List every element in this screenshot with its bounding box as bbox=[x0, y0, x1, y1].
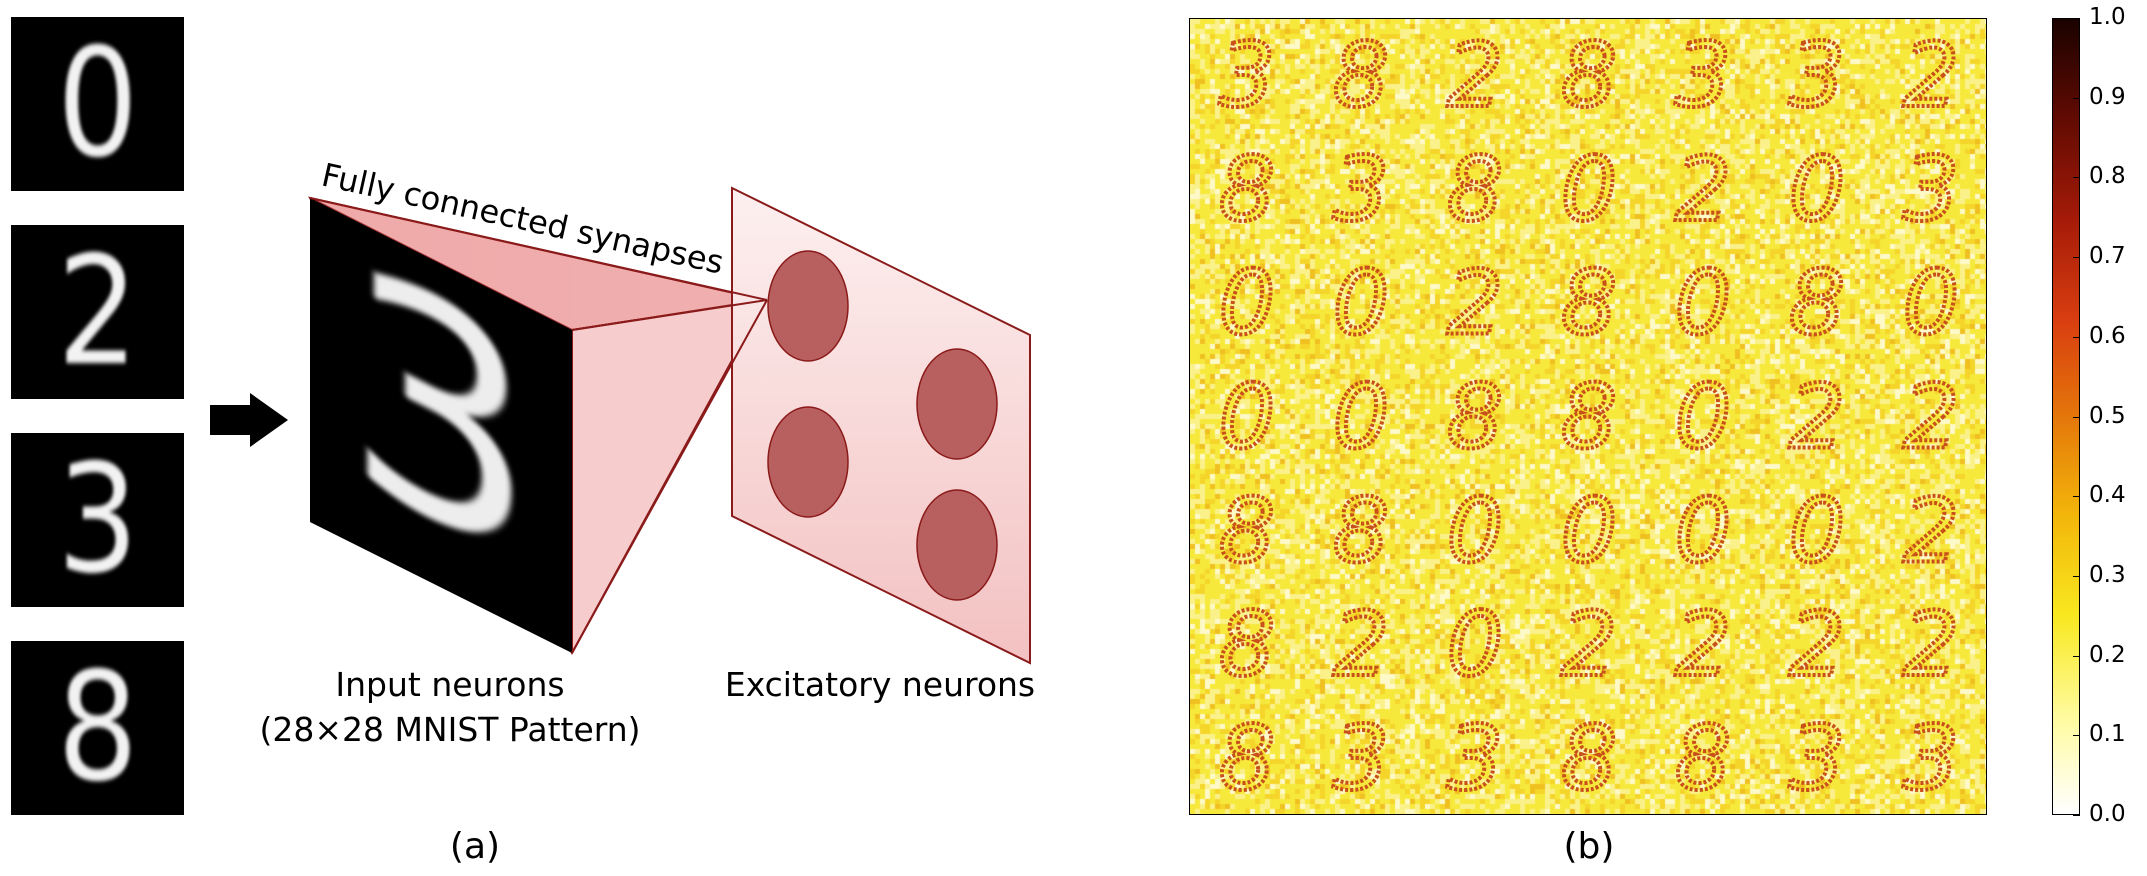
colorbar-tickmark bbox=[2073, 416, 2080, 418]
heatmap-digit-5-1: 2 bbox=[1333, 593, 1389, 696]
heatmap-digit-5-0: 8 bbox=[1219, 593, 1275, 696]
heatmap-digit-4-6: 2 bbox=[1903, 479, 1959, 582]
heatmap-digit-6-6: 3 bbox=[1903, 707, 1959, 810]
heatmap-digit-4-4: 0 bbox=[1675, 479, 1731, 582]
heatmap-digit-0-1: 8 bbox=[1333, 24, 1389, 127]
heatmap-digit-5-3: 2 bbox=[1561, 593, 1617, 696]
colorbar-tick-label: 0.5 bbox=[2089, 402, 2126, 429]
heatmap-digit-0-2: 2 bbox=[1447, 24, 1503, 127]
heatmap-digit-4-0: 8 bbox=[1219, 479, 1275, 582]
heatmap-digit-3-5: 2 bbox=[1789, 366, 1845, 469]
colorbar-tickmark bbox=[2073, 97, 2080, 99]
colorbar-tick-label: 0.9 bbox=[2089, 83, 2126, 110]
colorbar-tickmark bbox=[2073, 496, 2080, 498]
excitatory-neuron-4 bbox=[916, 489, 998, 601]
caption-b: (b) bbox=[1563, 826, 1615, 867]
heatmap-digit-5-6: 2 bbox=[1903, 593, 1959, 696]
right-arrow-icon bbox=[210, 393, 288, 447]
heatmap-digit-0-3: 8 bbox=[1561, 24, 1617, 127]
colorbar-tick-label: 0.7 bbox=[2089, 243, 2126, 270]
heatmap-digit-1-3: 0 bbox=[1561, 138, 1617, 241]
heatmap-digit-1-6: 3 bbox=[1903, 138, 1959, 241]
colorbar-tick-label: 0.8 bbox=[2089, 163, 2126, 190]
heatmap-digit-2-5: 8 bbox=[1789, 252, 1845, 355]
colorbar-tick-label: 0.4 bbox=[2089, 482, 2126, 509]
heatmap-digit-2-1: 0 bbox=[1333, 252, 1389, 355]
input-digit-tile-8: 8 bbox=[11, 641, 184, 815]
heatmap-digit-4-2: 0 bbox=[1447, 479, 1503, 582]
heatmap-digit-3-0: 0 bbox=[1219, 366, 1275, 469]
heatmap-digit-4-1: 8 bbox=[1333, 479, 1389, 582]
colorbar-tick-label: 0.6 bbox=[2089, 322, 2126, 349]
colorbar-tickmark bbox=[2073, 18, 2080, 19]
input-neurons-square: 3 bbox=[310, 193, 572, 653]
excitatory-neuron-1 bbox=[767, 250, 849, 362]
heatmap-digit-2-0: 0 bbox=[1219, 252, 1275, 355]
heatmap-digit-4-5: 0 bbox=[1789, 479, 1845, 582]
colorbar-tickmark bbox=[2073, 815, 2080, 816]
heatmap-digit-1-2: 8 bbox=[1447, 138, 1503, 241]
network-diagram: 3 Fully connected synapses bbox=[210, 156, 1031, 665]
caption-a: (a) bbox=[449, 826, 501, 867]
heatmap-digit-2-2: 2 bbox=[1447, 252, 1503, 355]
heatmap-digit-1-5: 0 bbox=[1789, 138, 1845, 241]
heatmap-digit-3-2: 8 bbox=[1447, 366, 1503, 469]
heatmap-digit-6-1: 3 bbox=[1333, 707, 1389, 810]
heatmap-digit-0-6: 2 bbox=[1903, 24, 1959, 127]
heatmap-digit-6-2: 3 bbox=[1447, 707, 1503, 810]
heatmap-digit-5-4: 2 bbox=[1675, 593, 1731, 696]
colorbar-tick-label: 0.0 bbox=[2089, 801, 2126, 827]
heatmap-digit-4-3: 0 bbox=[1561, 479, 1617, 582]
excitatory-neuron-3 bbox=[767, 406, 849, 518]
heatmap-digit-6-4: 8 bbox=[1675, 707, 1731, 810]
input-digit-tile-2: 2 bbox=[11, 225, 184, 399]
heatmap-digit-2-6: 0 bbox=[1903, 252, 1959, 355]
heatmap-digit-1-0: 8 bbox=[1219, 138, 1275, 241]
heatmap-digit-5-5: 2 bbox=[1789, 593, 1845, 696]
heatmap-digit-5-2: 0 bbox=[1447, 593, 1503, 696]
colorbar-tick-label: 0.3 bbox=[2089, 561, 2126, 588]
heatmap-digit-2-3: 8 bbox=[1561, 252, 1617, 355]
colorbar-tickmark bbox=[2073, 177, 2080, 179]
colorbar-tickmark bbox=[2073, 336, 2080, 338]
colorbar-tickmark bbox=[2073, 257, 2080, 259]
heatmap-digit-3-3: 8 bbox=[1561, 366, 1617, 469]
heatmap-digit-3-4: 0 bbox=[1675, 366, 1731, 469]
colorbar-tickmark bbox=[2073, 655, 2080, 657]
input-neurons-label: Input neurons (28×28 MNIST Pattern) bbox=[259, 665, 641, 749]
colorbar-tick-label: 1.0 bbox=[2089, 4, 2126, 30]
excitatory-neuron-2 bbox=[916, 348, 998, 460]
heatmap-digit-2-4: 0 bbox=[1675, 252, 1731, 355]
heatmap-digit-1-1: 3 bbox=[1333, 138, 1389, 241]
heatmap-digit-6-5: 3 bbox=[1789, 707, 1845, 810]
colorbar-tickmark bbox=[2073, 575, 2080, 577]
heatmap-digit-0-0: 3 bbox=[1219, 24, 1275, 127]
input-digit-tile-3: 3 bbox=[11, 433, 184, 607]
excitatory-neurons-label: Excitatory neurons bbox=[724, 665, 1036, 704]
excitatory-plane bbox=[731, 186, 1031, 665]
heatmap-digit-0-4: 3 bbox=[1675, 24, 1731, 127]
heatmap-digit-0-5: 3 bbox=[1789, 24, 1845, 127]
heatmap-digit-1-4: 2 bbox=[1675, 138, 1731, 241]
heatmap-digit-3-6: 2 bbox=[1903, 366, 1959, 469]
colorbar-tick-label: 0.2 bbox=[2089, 641, 2126, 668]
heatmap-digit-3-1: 0 bbox=[1333, 366, 1389, 469]
heatmap-digit-6-3: 8 bbox=[1561, 707, 1617, 810]
colorbar-tick-label: 0.1 bbox=[2089, 721, 2126, 748]
input-digit-tile-0: 0 bbox=[11, 17, 184, 191]
heatmap-digit-6-0: 8 bbox=[1219, 707, 1275, 810]
colorbar-tickmark bbox=[2073, 735, 2080, 737]
